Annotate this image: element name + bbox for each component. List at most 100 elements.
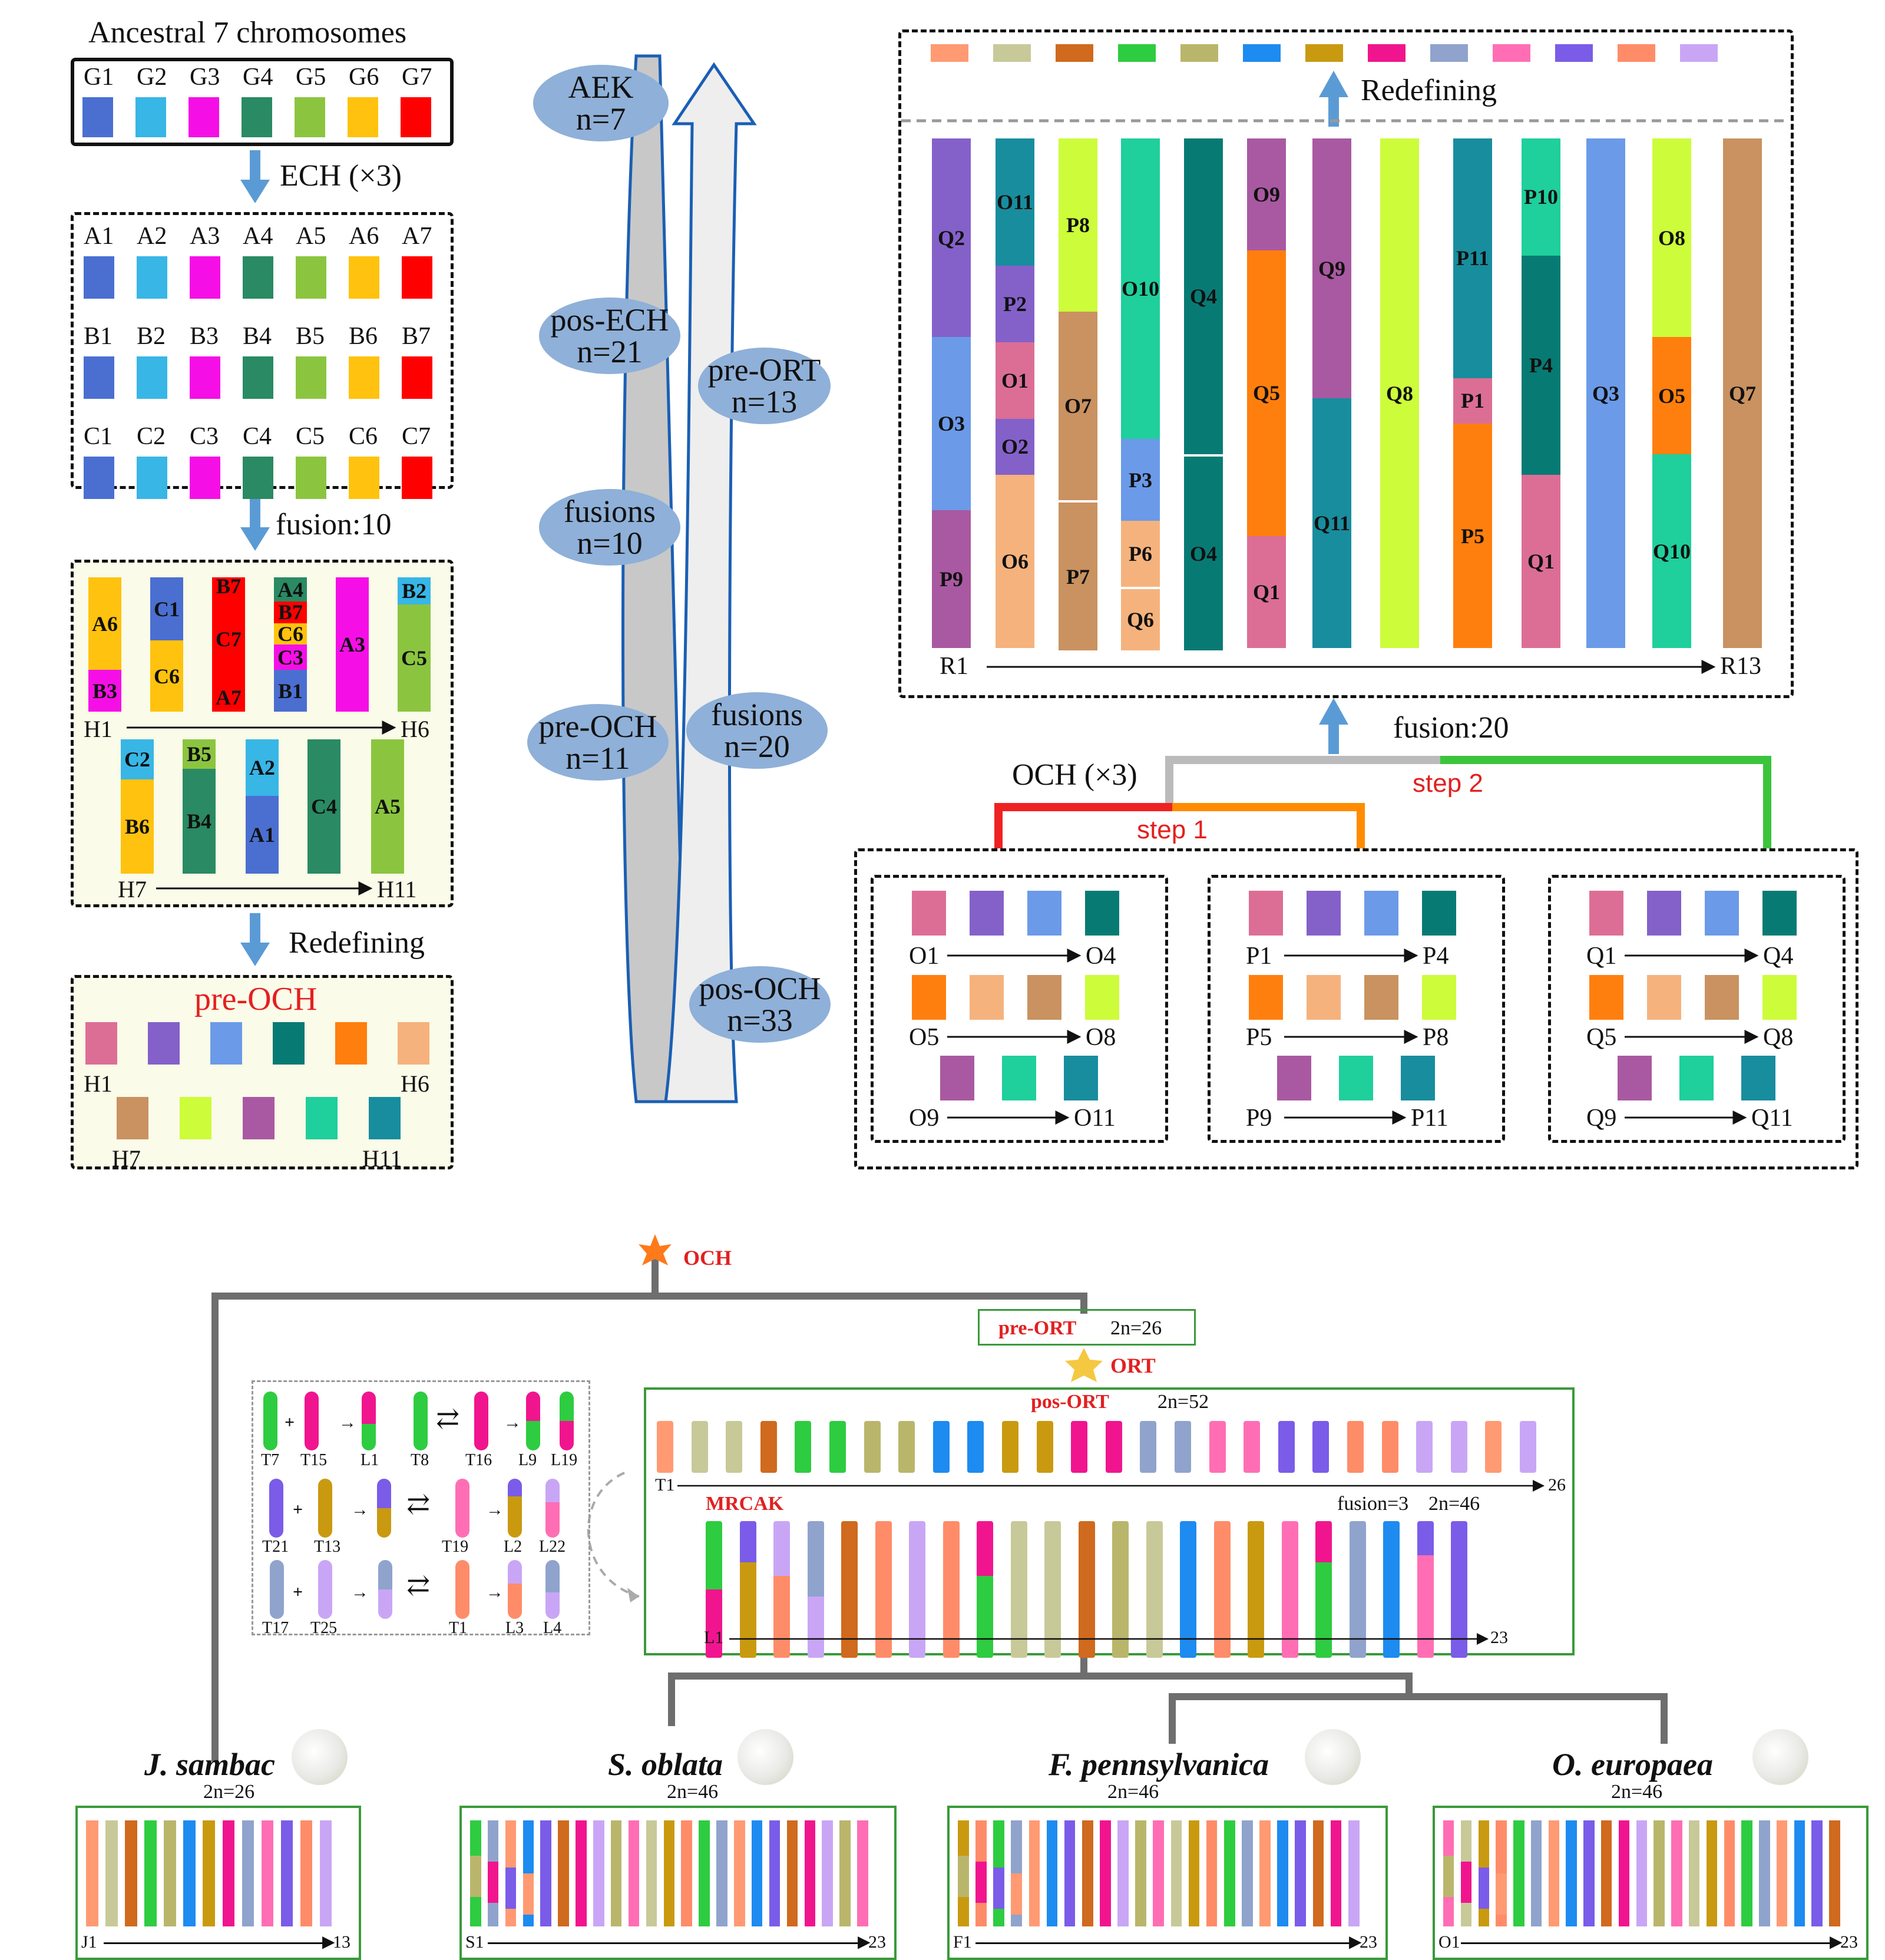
segment-label: A2 [249, 755, 275, 779]
t-chromosome [1278, 1421, 1295, 1473]
chrom-segment: P2 [996, 266, 1034, 342]
species-chromosome [1688, 1820, 1700, 1926]
ech-label: ECH (×3) [280, 159, 402, 193]
chrom-label-B7: B7 [402, 323, 431, 350]
range-start: P1 [1246, 943, 1272, 970]
chrom-segment [977, 1521, 993, 1576]
segment-label: Q11 [1313, 511, 1350, 536]
och-swatch [1307, 891, 1341, 936]
chrom-segment [769, 1820, 781, 1926]
species-chromosome [1548, 1820, 1560, 1926]
species-chromosome [1618, 1820, 1630, 1926]
chrom-segment [739, 1521, 756, 1562]
species-chromosome [1064, 1820, 1076, 1926]
arrow-icon: → [504, 1413, 521, 1432]
pre-och-swatch [148, 1022, 180, 1065]
chrom-swatch-A3 [190, 256, 220, 299]
chrom-segment [1496, 1873, 1507, 1915]
species-arrowhead: ▶ [1349, 1933, 1362, 1951]
chrom-segment [164, 1820, 176, 1926]
species-chromosome [1206, 1820, 1218, 1926]
chrom-segment [1460, 1862, 1472, 1903]
range-end: O4 [1086, 943, 1116, 970]
chrom-segment [505, 1868, 517, 1909]
chrom-segment: Q3 [1586, 138, 1625, 648]
redefined-swatch [931, 44, 968, 62]
legend-label: T1 [449, 1619, 468, 1637]
chrom-segment: P7 [1059, 500, 1097, 650]
och-swatch [1339, 1056, 1373, 1100]
ort-star-icon [1065, 1348, 1103, 1382]
legend-chromosome [508, 1560, 522, 1619]
chrom-label-G2: G2 [137, 64, 167, 91]
species-range-end: 23 [868, 1932, 886, 1952]
chrom-segment [487, 1862, 499, 1903]
chrom-segment [977, 1575, 993, 1658]
l-chromosome [706, 1521, 722, 1658]
chrom-segment: O5 [1652, 337, 1691, 455]
range-end: Q8 [1763, 1024, 1794, 1051]
chrom-segment [663, 1820, 675, 1926]
chrom-segment [857, 1820, 868, 1926]
chrom-swatch-B5 [296, 356, 326, 399]
fusion10-label: fusion:10 [276, 508, 392, 541]
legend-chromosome [318, 1560, 332, 1619]
species-chromosome [786, 1820, 798, 1926]
chrom-swatch-C1 [84, 457, 114, 499]
chrom-segment [1011, 1873, 1023, 1915]
chrom-segment: C7 [212, 594, 245, 684]
species-chromosome [1741, 1820, 1752, 1926]
chrom-segment [1064, 1820, 1076, 1926]
redefined-swatch [1305, 44, 1343, 62]
species-chromosome [1153, 1820, 1165, 1926]
t-chromosome [1209, 1421, 1226, 1473]
species-chromosome [470, 1820, 481, 1926]
chrom-segment: P4 [1522, 255, 1560, 475]
chrom-segment [318, 1479, 332, 1538]
chrom-segment [610, 1820, 622, 1926]
chrom-label-G4: G4 [243, 64, 273, 91]
l-chromosome [1248, 1521, 1264, 1658]
segment-label: O8 [1658, 226, 1685, 250]
species-chromosome [1829, 1820, 1840, 1926]
species-chromosome [1188, 1820, 1200, 1926]
chrom-segment [183, 1820, 196, 1926]
segment-label: P5 [1461, 524, 1484, 548]
chrom-label-G5: G5 [296, 64, 326, 91]
chrom-segment [318, 1560, 332, 1619]
range-end: P11 [1411, 1105, 1449, 1132]
chrom-segment [1180, 1521, 1196, 1658]
ancestral-panel [71, 58, 454, 146]
chrom-segment: A2 [246, 739, 279, 796]
legend-label: T13 [314, 1538, 341, 1556]
t-chromosome [726, 1421, 743, 1473]
species-chromosome [1443, 1820, 1454, 1926]
chrom-label-A6: A6 [349, 223, 379, 250]
step2-label: step 2 [1413, 769, 1483, 798]
segment-label: B3 [92, 679, 117, 703]
fusion-note: fusion=3 [1337, 1493, 1409, 1515]
och-swatch [1027, 975, 1061, 1020]
l-chromosome [1417, 1521, 1434, 1658]
species-chromosome [1460, 1820, 1472, 1926]
swap-icon: ⇄ [436, 1403, 460, 1435]
range-end: P4 [1423, 943, 1449, 970]
chrom-segment: O7 [1059, 312, 1097, 501]
chrom-label-C6: C6 [349, 423, 378, 450]
segment-label: B1 [277, 679, 303, 703]
pre-och-swatch [180, 1097, 211, 1139]
chrom-segment [1829, 1820, 1840, 1926]
och-swatch [1085, 891, 1119, 936]
chrom-segment [1170, 1820, 1182, 1926]
chrom-segment [86, 1820, 98, 1926]
chrom-segment [1135, 1820, 1146, 1926]
chrom-segment: O11 [996, 138, 1034, 266]
node-count: n=7 [576, 101, 626, 137]
species-arrowhead: ▶ [322, 1933, 335, 1951]
